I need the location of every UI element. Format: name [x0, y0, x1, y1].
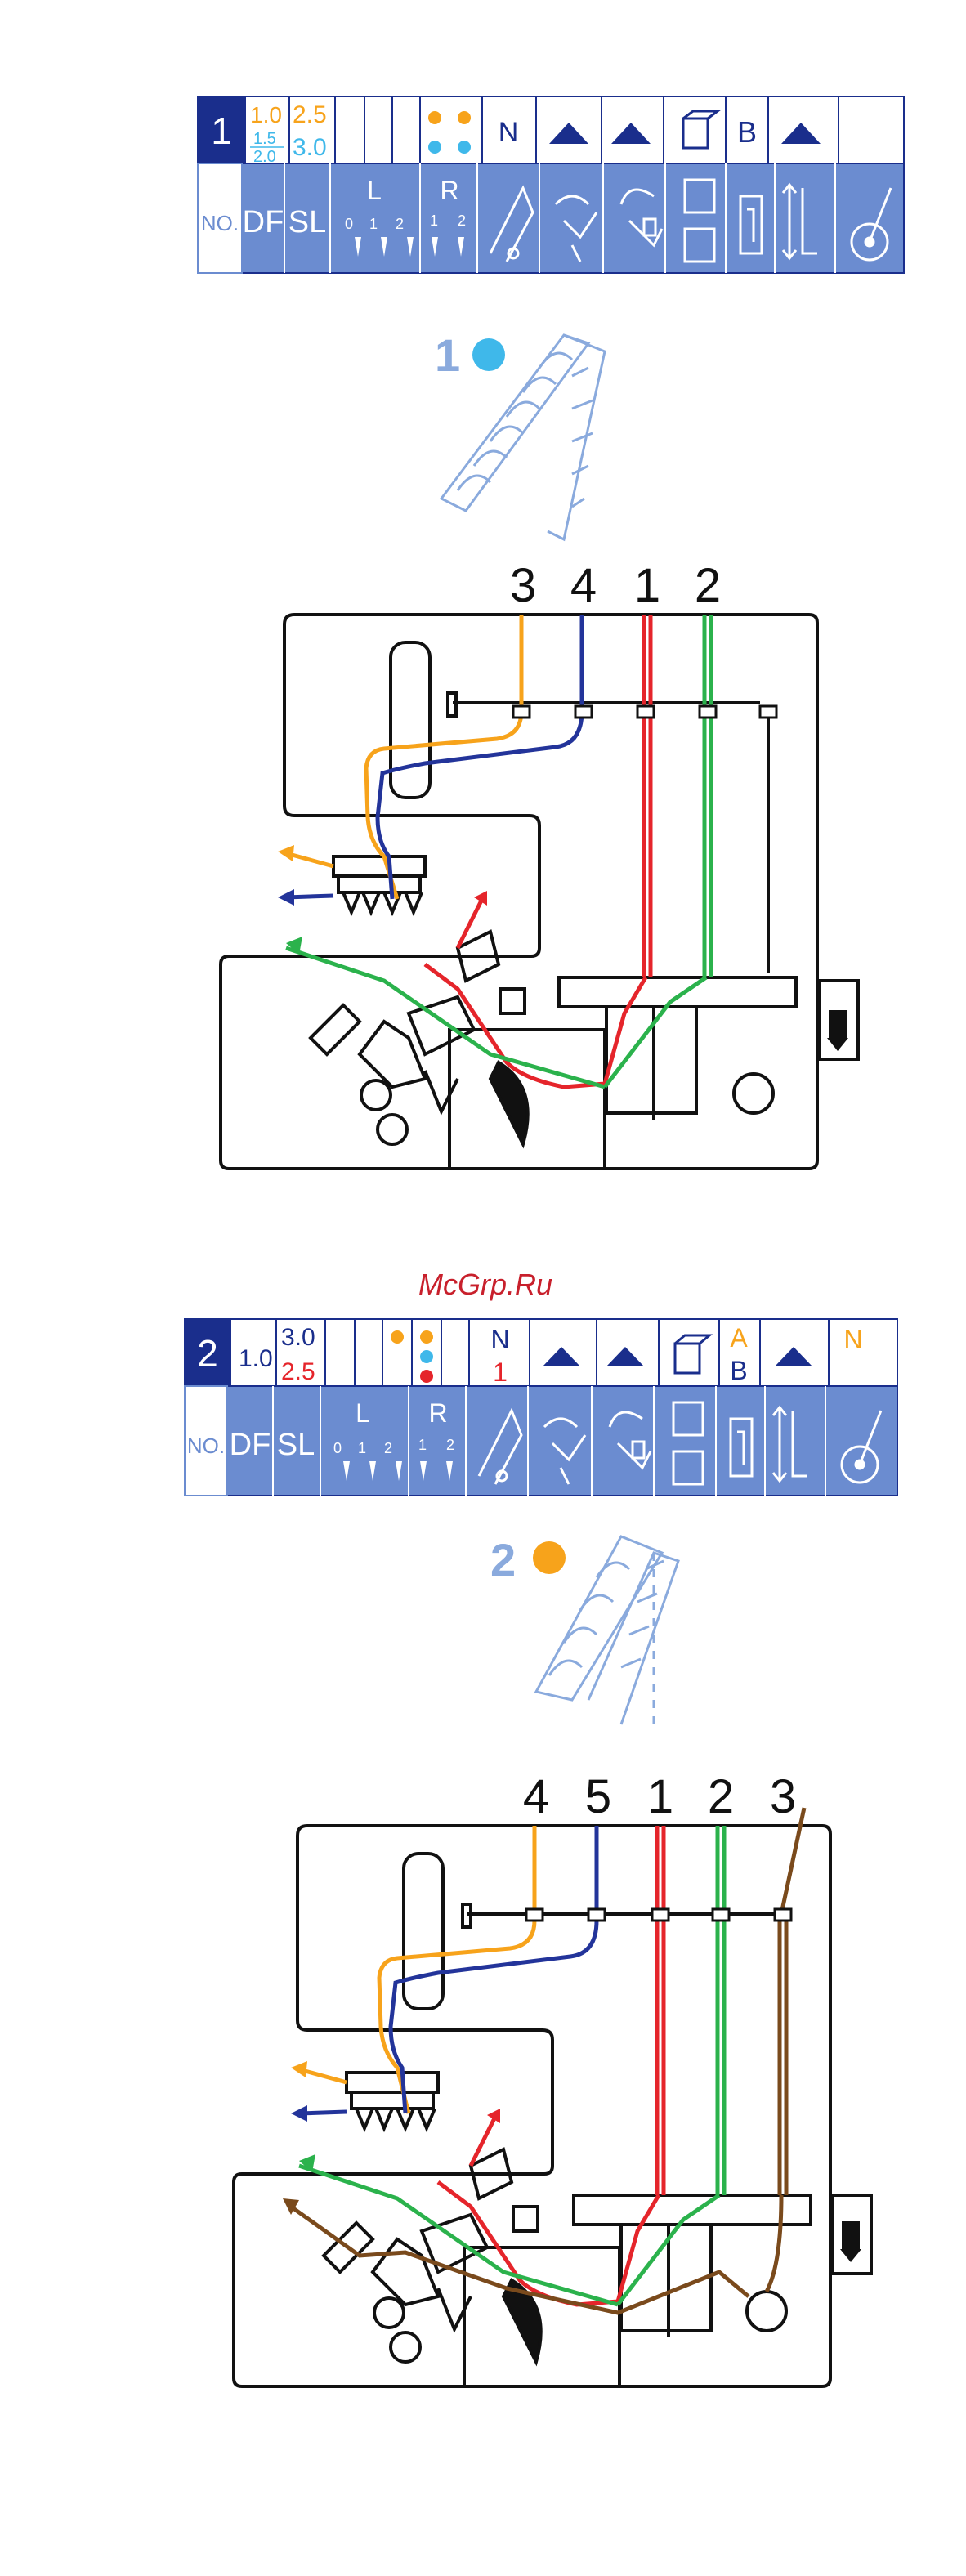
left-mark-0: 0 — [345, 216, 353, 232]
knob-setting-top: N — [490, 1325, 509, 1354]
orange-dot — [533, 1541, 566, 1574]
right-mark-2: 2 — [446, 1437, 454, 1453]
knob-setting-bot: 1 — [493, 1357, 508, 1387]
left-mark-2: 2 — [384, 1440, 392, 1456]
no-label: NO. — [187, 1433, 225, 1458]
settings-table-1: 1 1.0 1.5 2.0 2.5 3.0 N B — [198, 96, 904, 273]
thread-number: 2 — [695, 559, 721, 612]
left-mark-2: 2 — [396, 216, 404, 232]
sl-label: SL — [277, 1428, 315, 1462]
right-mark-2: 2 — [458, 212, 466, 229]
light-blue-dot — [472, 338, 505, 371]
threading-diagram-1: 3 4 1 2 — [221, 559, 858, 1169]
setting-number: 2 — [197, 1332, 218, 1375]
stitch-number: 1 — [435, 329, 460, 381]
sl-value-top: 3.0 — [281, 1324, 315, 1351]
thread-number: 5 — [585, 1770, 611, 1823]
sl-value-bot: 3.0 — [293, 134, 327, 161]
plate-setting: B — [737, 115, 757, 149]
watermark: McGrp.Ru — [418, 1268, 552, 1301]
df-value: 1.0 — [239, 1345, 273, 1372]
left-needle-label: L — [367, 176, 382, 205]
left-mark-1: 1 — [369, 216, 378, 232]
thread-number: 1 — [647, 1770, 673, 1823]
left-mark-1: 1 — [358, 1440, 366, 1456]
right-needle-label: R — [440, 176, 458, 205]
threading-diagram-2: 4 5 1 2 3 — [234, 1770, 871, 2386]
no-label: NO. — [201, 211, 239, 235]
last-setting: N — [843, 1325, 862, 1354]
right-mark-1: 1 — [418, 1437, 427, 1453]
stitch-sample-2: 2 — [490, 1534, 678, 1724]
df-label: DF — [243, 205, 284, 239]
sl-label: SL — [288, 205, 326, 239]
df-value-mid: 1.5 — [253, 130, 276, 148]
df-label: DF — [230, 1428, 271, 1462]
plate-setting-bot: B — [730, 1356, 747, 1385]
df-value-top: 1.0 — [250, 102, 282, 127]
thread-number: 4 — [523, 1770, 549, 1823]
left-needle-label: L — [356, 1398, 370, 1428]
plate-setting-top: A — [730, 1323, 748, 1353]
thread-number: 4 — [570, 559, 597, 612]
thread-number: 3 — [770, 1770, 796, 1823]
right-mark-1: 1 — [430, 212, 438, 229]
left-mark-0: 0 — [333, 1440, 342, 1456]
sl-value-top: 2.5 — [293, 101, 327, 128]
thread-number: 1 — [634, 559, 660, 612]
knob-setting: N — [499, 117, 519, 148]
stitch-number: 2 — [490, 1534, 516, 1585]
stitch-sample-1: 1 — [435, 329, 605, 539]
thread-number: 2 — [708, 1770, 734, 1823]
thread-number: 3 — [510, 559, 536, 612]
right-needle-label: R — [428, 1398, 447, 1428]
setting-number: 1 — [211, 110, 232, 152]
settings-table-2: 2 1.0 3.0 2.5 N 1 A B N — [185, 1319, 897, 1496]
sl-value-bot: 2.5 — [281, 1358, 315, 1385]
